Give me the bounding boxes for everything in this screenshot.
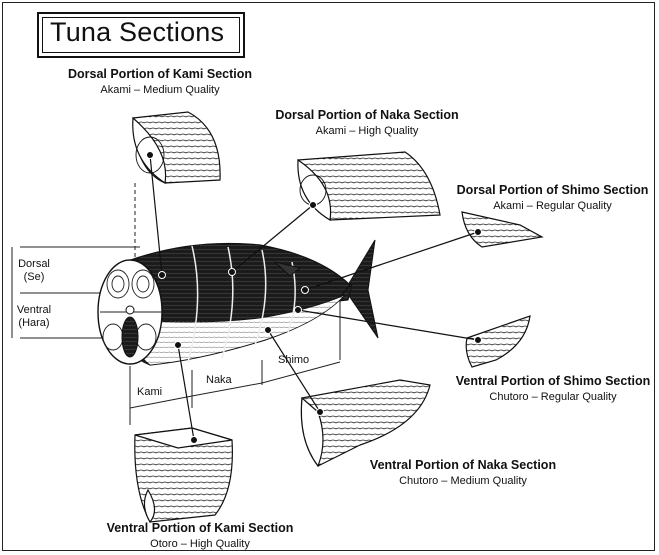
block-naka-dorsal [298,152,440,220]
block-naka-ventral [301,380,430,466]
section-label-naka: Naka [206,374,232,386]
ventral-label-en: Ventral [14,304,54,317]
label-kami-dorsal: Dorsal Portion of Kami Section Akami – M… [60,67,260,96]
label-shimo-dorsal: Dorsal Portion of Shimo Section Akami – … [450,183,655,212]
section-label-shimo: Shimo [278,354,309,366]
label-kami-ventral-quality: Otoro – High Quality [100,538,300,550]
label-shimo-ventral-quality: Chutoro – Regular Quality [449,391,657,403]
tuna-body [98,240,378,365]
label-shimo-ventral-heading: Ventral Portion of Shimo Section [449,374,657,388]
dorsal-label-en: Dorsal [14,258,54,271]
label-naka-dorsal: Dorsal Portion of Naka Section Akami – H… [262,108,472,137]
ventral-label: Ventral (Hara) [14,304,54,330]
label-kami-ventral-heading: Ventral Portion of Kami Section [100,521,300,535]
label-naka-dorsal-quality: Akami – High Quality [262,125,472,137]
label-shimo-dorsal-heading: Dorsal Portion of Shimo Section [450,183,655,197]
section-label-kami: Kami [137,386,162,398]
dorsal-label: Dorsal (Se) [14,258,54,284]
label-shimo-ventral: Ventral Portion of Shimo Section Chutoro… [449,374,657,403]
label-naka-dorsal-heading: Dorsal Portion of Naka Section [262,108,472,122]
block-kami-dorsal [133,112,220,183]
label-kami-ventral: Ventral Portion of Kami Section Otoro – … [100,521,300,550]
block-kami-ventral [135,428,233,522]
label-kami-dorsal-heading: Dorsal Portion of Kami Section [60,67,260,81]
label-shimo-dorsal-quality: Akami – Regular Quality [450,200,655,212]
label-kami-dorsal-quality: Akami – Medium Quality [60,84,260,96]
block-shimo-dorsal [462,212,542,247]
label-naka-ventral: Ventral Portion of Naka Section Chutoro … [358,458,568,487]
dorsal-label-jp: (Se) [14,271,54,284]
label-naka-ventral-quality: Chutoro – Medium Quality [358,475,568,487]
label-naka-ventral-heading: Ventral Portion of Naka Section [358,458,568,472]
ventral-label-jp: (Hara) [14,317,54,330]
